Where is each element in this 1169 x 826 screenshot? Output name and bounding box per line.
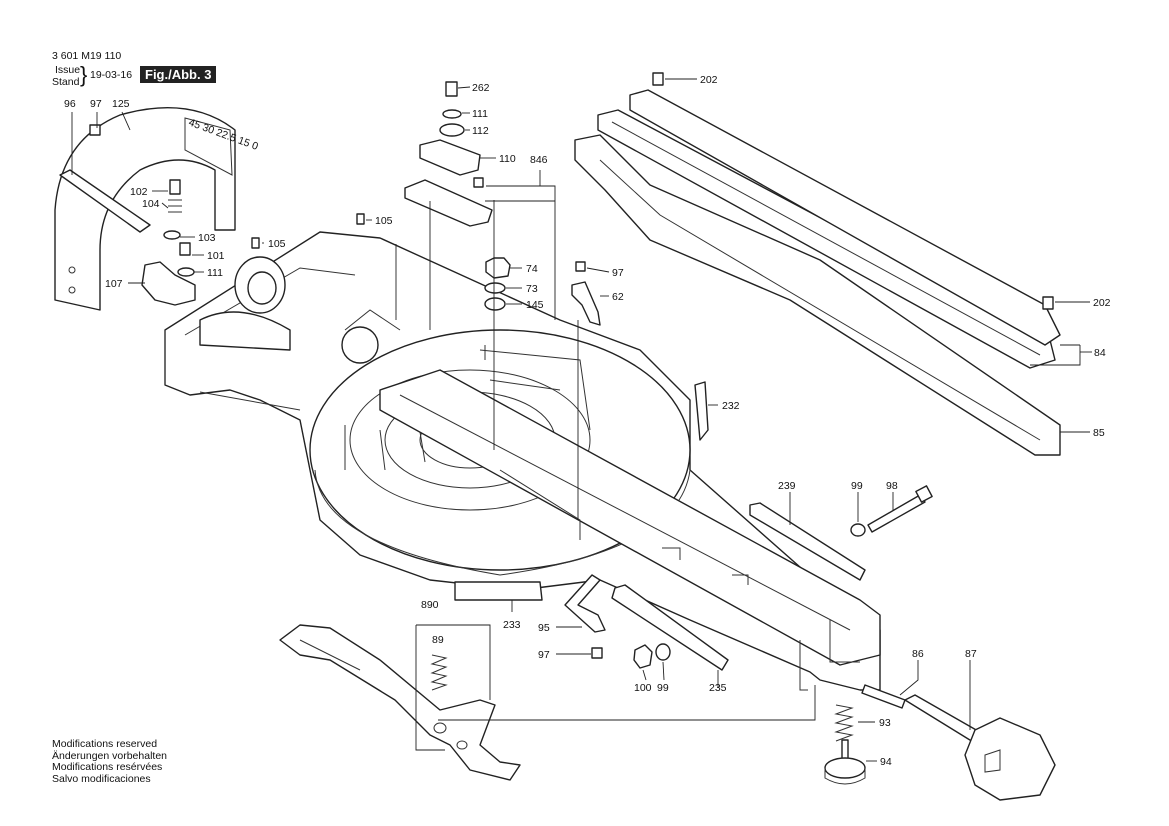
label-111: 111 — [472, 108, 488, 120]
plate-235 — [611, 584, 729, 671]
modifications-notice: Modifications reserved Änderungen vorbeh… — [52, 738, 168, 785]
label-890: 890 — [421, 599, 439, 611]
footer-line: Änderungen vorbehalten — [52, 749, 168, 762]
footer-line: Modifications resérvées — [52, 761, 163, 773]
washer-99b — [655, 643, 671, 661]
label-101: 101 — [207, 250, 225, 262]
washer-99a — [850, 523, 866, 537]
lever-890 — [279, 624, 521, 781]
label-202: 202 — [1093, 297, 1111, 309]
label-87: 87 — [965, 648, 977, 660]
doc-number: 3 601 M19 110 — [52, 50, 122, 62]
clamp-stack — [404, 81, 493, 227]
label-239: 239 — [778, 480, 796, 492]
nut-washers — [484, 257, 511, 311]
stand-label: Stand — [52, 76, 80, 88]
label-105: 105 — [375, 215, 393, 227]
label-233: 233 — [503, 619, 521, 631]
label-202: 202 — [700, 74, 718, 86]
figure-label: Fig./Abb. 3 — [140, 66, 217, 83]
label-62: 62 — [612, 291, 624, 303]
spring-93 — [834, 704, 854, 742]
label-93: 93 — [879, 717, 891, 729]
plate-239 — [749, 502, 866, 581]
label-95: 95 — [538, 622, 550, 634]
footer-line: Modifications reserved — [52, 738, 158, 750]
brace: } — [80, 62, 88, 87]
handle-87 — [904, 694, 1056, 801]
label-98: 98 — [886, 480, 898, 492]
label-99: 99 — [657, 682, 669, 694]
pin-86 — [861, 684, 906, 709]
label-99: 99 — [851, 480, 863, 492]
bolt-98 — [867, 494, 926, 533]
bracket-62 — [571, 261, 601, 326]
label-84: 84 — [1094, 347, 1106, 359]
label-86: 86 — [912, 648, 924, 660]
label-102: 102 — [130, 186, 148, 198]
label-262: 262 — [472, 82, 490, 94]
label-145: 145 — [526, 299, 544, 311]
issue-label: Issue — [55, 64, 81, 76]
label-94: 94 — [880, 756, 892, 768]
label-97: 97 — [90, 98, 102, 110]
fence-rail-85 — [574, 134, 1061, 456]
plate-233 — [454, 581, 543, 601]
label-846: 846 — [530, 154, 548, 166]
label-104: 104 — [142, 198, 160, 210]
label-74: 74 — [526, 263, 538, 275]
label-105: 105 — [268, 238, 286, 250]
label-96: 96 — [64, 98, 76, 110]
label-103: 103 — [198, 232, 216, 244]
part-labels: 96 97 125 102 104 103 101 111 107 105 10… — [64, 74, 1111, 768]
label-235: 235 — [709, 682, 727, 694]
label-97: 97 — [538, 649, 550, 661]
turntable-arm — [379, 369, 881, 691]
clip-232 — [694, 381, 709, 441]
label-112: 112 — [472, 125, 489, 137]
guard-hardware — [89, 124, 365, 306]
label-111: 111 — [207, 267, 223, 279]
leader-lines — [71, 78, 1092, 762]
label-73: 73 — [526, 283, 538, 295]
label-97: 97 — [612, 267, 624, 279]
label-232: 232 — [722, 400, 740, 412]
nut-100 — [633, 644, 653, 669]
label-125: 125 — [112, 98, 130, 110]
bracket-95 — [564, 574, 606, 633]
bearing-housing — [199, 256, 401, 364]
footer-line: Salvo modificaciones — [52, 772, 151, 785]
fence-rail-84 — [597, 72, 1061, 369]
label-89: 89 — [432, 634, 444, 646]
label-107: 107 — [105, 278, 123, 290]
spring-89 — [430, 654, 448, 691]
issue-date: 19-03-16 — [90, 69, 133, 81]
label-110: 110 — [499, 153, 516, 165]
label-85: 85 — [1093, 427, 1105, 439]
knob-94 — [824, 739, 866, 785]
label-100: 100 — [634, 682, 652, 694]
